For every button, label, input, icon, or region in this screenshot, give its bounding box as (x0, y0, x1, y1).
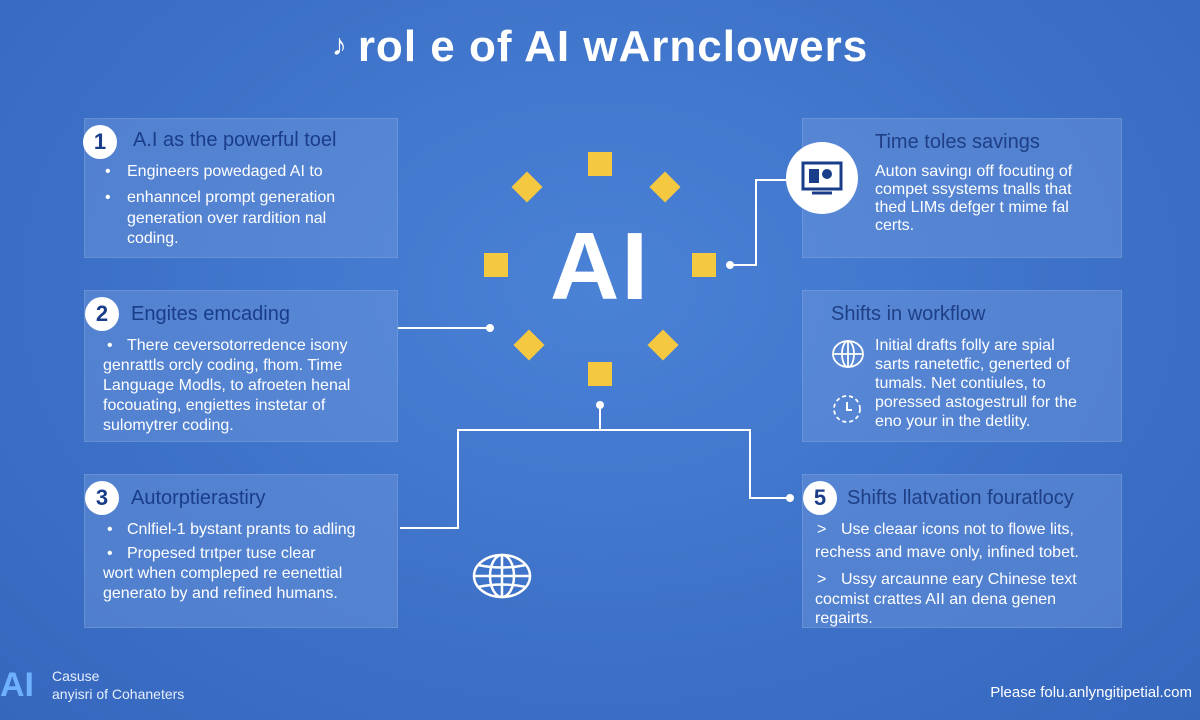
globe-icon (472, 553, 532, 599)
panel-5-line: Initial drafts folly are spial (875, 337, 1055, 354)
center-ai-label: AI (550, 213, 650, 320)
connector-dot-left (486, 324, 494, 332)
badge-3: 3 (85, 481, 119, 515)
panel-1-heading: A.I as the powerful toel (133, 129, 337, 151)
panel-3-line: wort when compleped re eenettial (103, 565, 343, 582)
title-text: rol e of AI wArnclowers (357, 22, 869, 71)
arrow-bullet-icon: > (817, 571, 827, 588)
panel-5-heading: Shifts in workflow (831, 303, 986, 325)
panel-6-line: regairts. (815, 610, 873, 627)
panel-3-line: Propesed trıtper tuse clear (127, 545, 316, 562)
music-note-icon: ♪ (331, 29, 348, 62)
panel-3-line: Cnlfiel-1 bystant prants to adling (127, 521, 356, 538)
panel-1: 1 A.I as the powerful toel • Engineers p… (83, 118, 398, 258)
panel-2-line: sulomytrer coding. (103, 417, 234, 434)
panel-2-line: focouating, engiettes instetar of (103, 397, 326, 414)
panel-6-line: Ussy arcaunne eary Chinese text (841, 571, 1077, 588)
panel-6-line: Use cleaar icons not to flowe lits, (841, 521, 1074, 538)
panel-2-line: genrattls orcly coding, fhom. Time (103, 357, 343, 374)
badge-1: 1 (83, 125, 117, 159)
panel-2: 2 Engites emcading • There ceversotorred… (84, 290, 398, 442)
connector-left-3 (400, 405, 601, 529)
connector-dot-right-top (726, 261, 734, 269)
panel-6-line: rechess and mave only, infined tobet. (815, 544, 1079, 561)
presentation-icon (786, 142, 858, 214)
globe-icon (832, 340, 864, 368)
panel-5-automation: 5 Shifts llatvation fouratlocy > Use cle… (802, 474, 1122, 628)
footer-link[interactable]: Please folu.anlyngitipetial.com (990, 684, 1192, 701)
panel-3-heading: Autorptierastiry (131, 487, 266, 509)
panel-2-heading: Engites emcading (131, 303, 290, 325)
connector-right-top (730, 179, 790, 266)
badge-2: 2 (85, 297, 119, 331)
panel-4-line: thed LIMs defger t mime fal (875, 199, 1069, 216)
panel-5-line: tumals. Net contiules, to (875, 375, 1046, 392)
panel-1-line: coding. (127, 230, 179, 247)
footer-logo: AI (0, 666, 34, 704)
bullet-icon: • (107, 337, 113, 354)
sparkle-diamond-icon (484, 152, 716, 386)
panel-1-line: enhanncel prompt generation (127, 189, 336, 206)
panel-4-line: Auton savingı off focuting of (875, 163, 1073, 180)
panel-4-line: certs. (875, 217, 915, 234)
panel-5-line: eno your in the detlity. (875, 413, 1031, 430)
connector-right-5 (600, 429, 790, 499)
arrow-bullet-icon: > (817, 521, 827, 538)
panel-6-line: cocmist crattes AII an dena genen (815, 591, 1057, 608)
panel-3-line: generato by and refined humans. (103, 585, 338, 602)
panel-2-line: There ceversotorredence isony (127, 337, 348, 354)
panel-3: 3 Autorptierastiry • Cnlfiel-1 bystant p… (84, 474, 398, 628)
panel-6-heading: Shifts llatvation fouratlocy (847, 487, 1074, 509)
panel-2-line: Language Modls, to afroeten henal (103, 377, 351, 394)
footer-subtitle: Casuse (52, 668, 100, 684)
panel-1-line: Engineers powedaged AI to (127, 163, 323, 180)
clock-icon (833, 395, 861, 423)
badge-5: 5 (803, 481, 837, 515)
panel-5-line: poressed astogestrull for the (875, 394, 1077, 411)
panel-4-line: compet ssystems tnalls that (875, 181, 1072, 198)
bullet-icon: • (105, 189, 111, 206)
panel-4-heading: Time toles savings (875, 131, 1040, 153)
panel-shifts-workflow: Shifts in workflow Initial drafts folly … (802, 290, 1122, 442)
bullet-icon: • (107, 521, 113, 538)
connector-dot-bottom (596, 401, 604, 409)
connector-dot-right-bottom (786, 494, 794, 502)
bullet-icon: • (105, 163, 111, 180)
panel-1-line: generation over rardition nal (127, 210, 327, 227)
page-title: ♪ rol e of AI wArnclowers (0, 22, 1200, 72)
footer-subtitle-2: anyisri of Cohaneters (52, 686, 185, 702)
panel-5-line: sarts ranetetfic, generted of (875, 356, 1070, 373)
bullet-icon: • (107, 545, 113, 562)
